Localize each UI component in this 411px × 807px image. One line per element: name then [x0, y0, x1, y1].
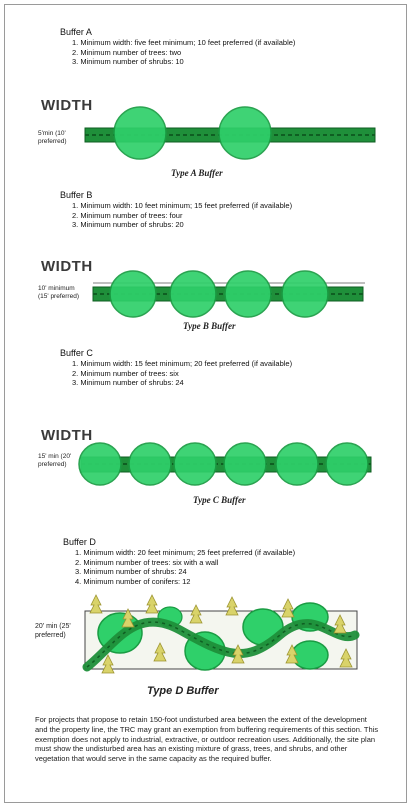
buffer-d-title: Buffer D — [63, 537, 96, 547]
buffer-c-width-label: WIDTH — [41, 427, 93, 444]
buffer-b-title: Buffer B — [60, 190, 93, 200]
buffer-a-section: Buffer A 1. Minimum width: five feet min… — [60, 27, 380, 67]
buffer-b-tree-3 — [224, 270, 272, 318]
buffer-c-tree-1 — [78, 442, 122, 486]
buffer-a-req-2: 2. Minimum number of trees: two — [72, 47, 182, 57]
buffer-c-side-label: 15' min (20' preferred) — [38, 453, 72, 468]
buffer-b-req-3: 3. Minimum number of shrubs: 20 — [72, 220, 184, 229]
buffer-d-requirements: 1. Minimum width: 20 feet minimum; 25 fe… — [63, 548, 383, 586]
buffer-b-tree-4 — [281, 270, 329, 318]
buffer-c-plan-drawing — [78, 442, 372, 486]
buffer-a-req-3: 3. Minimum number of shrubs: 10 — [72, 57, 184, 66]
buffer-a-width-label: WIDTH — [41, 97, 93, 114]
buffer-d-conifers — [89, 594, 353, 674]
buffer-b-section: Buffer B 1. Minimum width: 10 feet minim… — [60, 190, 380, 230]
buffer-b-caption: Type B Buffer — [183, 321, 236, 331]
buffer-b-tree-1 — [109, 270, 157, 318]
buffer-a-tree-2 — [218, 106, 272, 160]
buffer-d-req-2: 2. Minimum number of trees: six with a w… — [75, 557, 219, 567]
buffer-d-req-3: 3. Minimum number of shrubs: 24 — [75, 567, 187, 576]
buffer-d-berm-center — [86, 621, 356, 668]
buffer-c-requirements: 1. Minimum width: 15 feet minimum; 20 fe… — [60, 359, 380, 388]
buffer-c-req-2: 2. Minimum number of trees: six — [72, 368, 179, 378]
buffer-a-req-1: 1. Minimum width: five feet minimum; 10 … — [72, 38, 296, 47]
buffer-c-section: Buffer C 1. Minimum width: 15 feet minim… — [60, 348, 380, 388]
buffer-c-tree-5 — [275, 442, 319, 486]
buffer-d-side-label: 20' min (25' preferred) — [35, 623, 71, 639]
buffer-b-plan-drawing — [92, 270, 365, 318]
buffer-d-req-1: 1. Minimum width: 20 feet minimum; 25 fe… — [75, 548, 296, 557]
buffer-c-req-1: 1. Minimum width: 15 feet minimum; 20 fe… — [72, 359, 293, 368]
buffer-c-req-3: 3. Minimum number of shrubs: 24 — [72, 378, 184, 387]
buffer-a-tree-1 — [113, 106, 167, 160]
undisturbed-area-exemption-text: For projects that propose to retain 150-… — [35, 715, 379, 764]
buffer-b-width-label: WIDTH — [41, 258, 93, 275]
buffer-a-caption: Type A Buffer — [171, 168, 223, 178]
buffer-a-plan-drawing — [84, 106, 376, 160]
buffer-d-section: Buffer D 1. Minimum width: 20 feet minim… — [63, 537, 383, 586]
buffer-d-plan-drawing — [82, 594, 360, 674]
buffer-c-tree-6 — [325, 442, 369, 486]
buffer-b-requirements: 1. Minimum width: 10 feet minimum; 15 fe… — [60, 201, 380, 230]
buffer-a-side-label: 5'min (10' preferred) — [38, 130, 67, 145]
buffer-b-req-1: 1. Minimum width: 10 feet minimum; 15 fe… — [72, 201, 293, 210]
buffer-b-req-2: 2. Minimum number of trees: four — [72, 210, 183, 220]
buffer-a-title: Buffer A — [60, 27, 92, 37]
buffer-c-title: Buffer C — [60, 348, 93, 358]
buffer-requirements-sheet: Buffer A 1. Minimum width: five feet min… — [4, 4, 407, 803]
buffer-c-tree-4 — [223, 442, 267, 486]
buffer-c-caption: Type C Buffer — [193, 495, 246, 505]
buffer-d-caption: Type D Buffer — [147, 685, 219, 697]
buffer-c-tree-3 — [173, 442, 217, 486]
buffer-a-requirements: 1. Minimum width: five feet minimum; 10 … — [60, 38, 380, 67]
buffer-c-tree-2 — [128, 442, 172, 486]
buffer-b-tree-2 — [169, 270, 217, 318]
buffer-d-req-4: 4. Minimum number of conifers: 12 — [75, 576, 191, 586]
buffer-b-side-label: 10' minimum (15' preferred) — [38, 285, 79, 300]
